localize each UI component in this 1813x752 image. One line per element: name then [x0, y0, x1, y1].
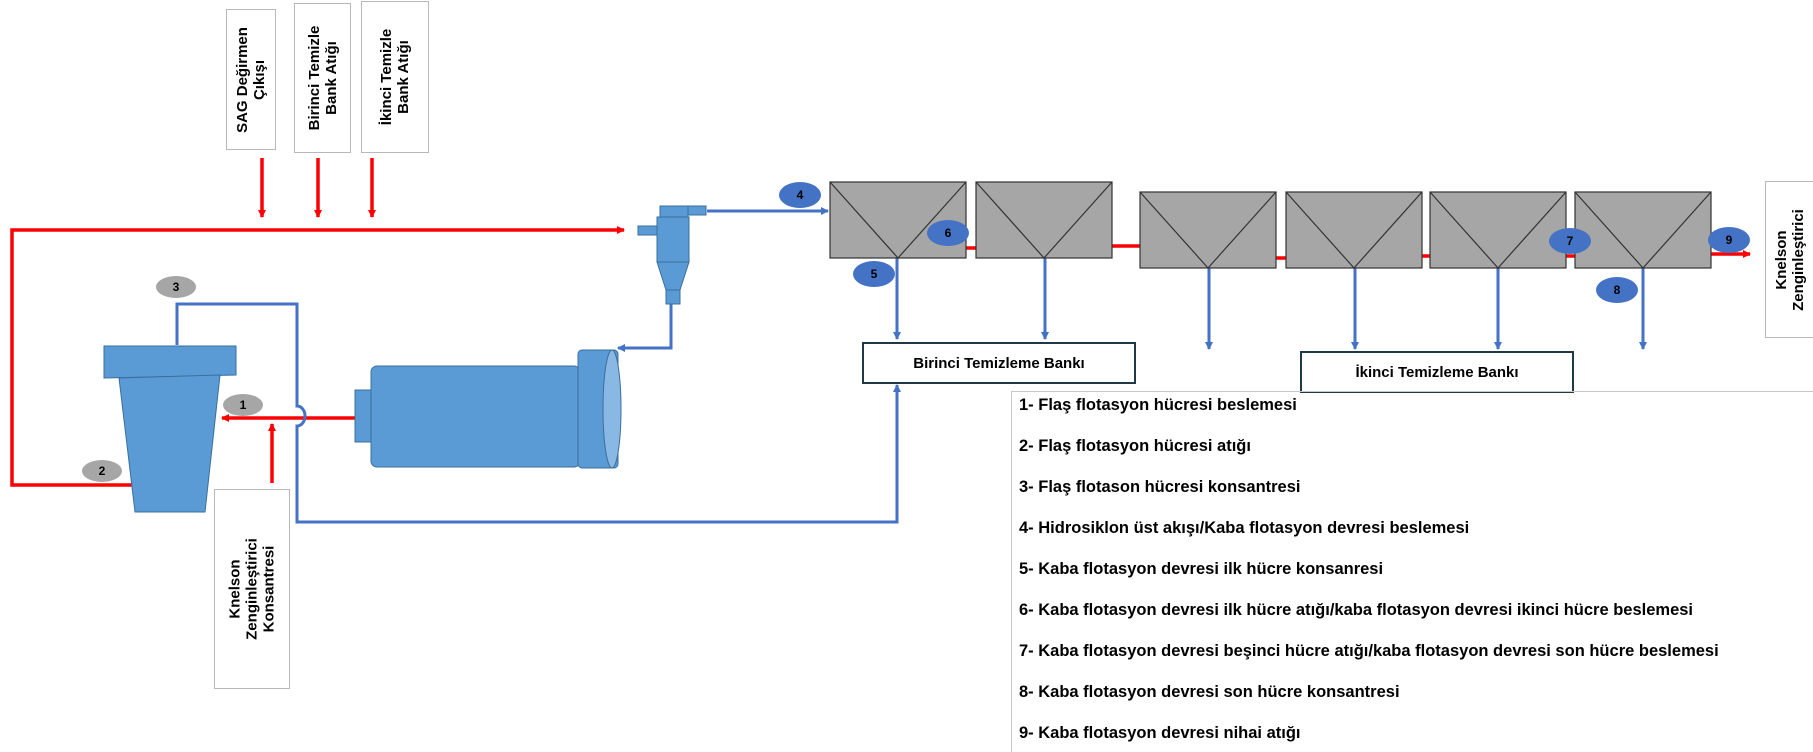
knelson-concentrate-label: Knelson Zenginleştirici Konsantresi [226, 538, 278, 640]
stream-legend: 1- Flaş flotasyon hücresi beslemesi 2- F… [1011, 391, 1813, 752]
stream-3-concentrate-line [175, 302, 901, 524]
knelson-concentrator-label: Knelson Zenginleştirici [1772, 208, 1807, 311]
flotation-cell-4 [1285, 191, 1423, 269]
stream-label-9: 9 [1708, 227, 1750, 253]
flotation-cell-3 [1139, 191, 1277, 269]
hydrocyclone [637, 205, 707, 305]
stream-2-recycle-line [10, 226, 625, 487]
first-cleaner-tail-box: Birinci Temizle Bank Atığı [294, 3, 351, 153]
cyclone-underflow-line [617, 304, 673, 352]
stream-label-5: 5 [853, 261, 895, 287]
sag-mill-output-label: SAG Değirmen Çıkışı [234, 26, 268, 133]
flash-flotation-cell [103, 345, 237, 513]
legend-item: 8- Kaba flotasyon devresi son hücre kons… [1019, 683, 1400, 701]
legend-item: 4- Hidrosiklon üst akışı/Kaba flotasyon … [1019, 519, 1470, 537]
stream-number: 7 [1567, 234, 1574, 248]
first-cleaner-tail-label: Birinci Temizle Bank Atığı [305, 25, 340, 131]
stream-label-4: 4 [779, 182, 821, 208]
stream-label-1: 1 [223, 394, 263, 416]
legend-item: 3- Flaş flotason hücresi konsantresi [1019, 478, 1301, 496]
stream-number: 1 [240, 398, 247, 412]
legend-item: 5- Kaba flotasyon devresi ilk hücre kons… [1019, 560, 1384, 578]
stream-label-6: 6 [927, 220, 969, 246]
flotation-cell-1 [829, 181, 967, 259]
stream-label-3: 3 [156, 276, 196, 298]
first-cleaning-bank-label: Birinci Temizleme Bankı [913, 354, 1085, 372]
stream-number: 5 [871, 267, 878, 281]
flotation-cell-5 [1429, 191, 1567, 269]
stream-label-7: 7 [1549, 228, 1591, 254]
legend-item: 1- Flaş flotasyon hücresi beslemesi [1019, 396, 1297, 414]
second-cleaner-tail-label: İkinci Temizle Bank Atığı [378, 28, 412, 126]
blue-streams [175, 207, 1647, 524]
stream-label-2: 2 [82, 460, 122, 482]
knelson-concentrate-box: Knelson Zenginleştirici Konsantresi [214, 489, 290, 689]
flotation-cell-6 [1574, 191, 1712, 269]
knelson-concentrator-box: Knelson Zenginleştirici [1765, 181, 1813, 338]
stream-label-8: 8 [1596, 277, 1638, 303]
stream-labels: 1 2 3 4 5 6 7 8 9 [82, 182, 1750, 482]
second-cleaning-bank-label: İkinci Temizleme Bankı [1355, 363, 1519, 381]
second-cleaning-bank-box: İkinci Temizleme Bankı [1300, 351, 1574, 393]
legend-item: 2- Flaş flotasyon hücresi atığı [1019, 437, 1251, 455]
legend-item: 6- Kaba flotasyon devresi ilk hücre atığ… [1019, 601, 1694, 619]
stream-number: 4 [797, 188, 804, 202]
first-cleaning-bank-box: Birinci Temizleme Bankı [862, 342, 1136, 384]
sag-mill-output-box: SAG Değirmen Çıkışı [226, 9, 276, 150]
legend-item: 7- Kaba flotasyon devresi beşinci hücre … [1019, 642, 1719, 660]
stream-number: 6 [945, 226, 952, 240]
stream-number: 2 [99, 464, 106, 478]
stream-number: 8 [1614, 283, 1621, 297]
stream-number: 3 [173, 280, 180, 294]
legend-item: 9- Kaba flotasyon devresi nihai atığı [1019, 724, 1301, 742]
flotation-cell-2 [975, 181, 1113, 259]
second-cleaner-tail-box: İkinci Temizle Bank Atığı [361, 1, 429, 153]
ball-mill [354, 349, 622, 469]
stream-number: 9 [1726, 233, 1733, 247]
